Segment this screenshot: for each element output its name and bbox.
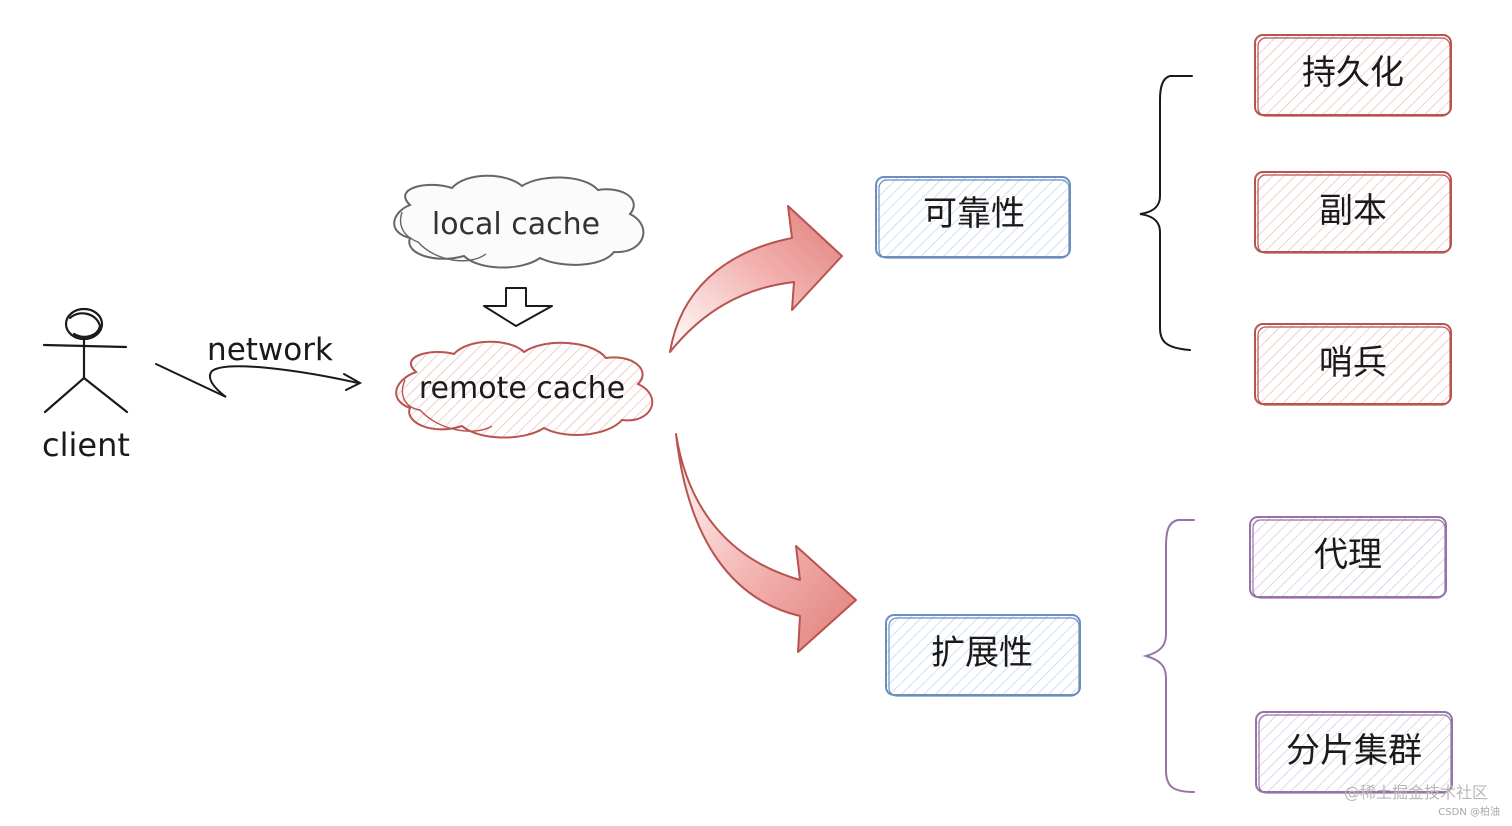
network-arrow: [155, 363, 363, 398]
item-box-persistence: [1254, 34, 1452, 117]
item-label-sentinel: 哨兵: [1319, 343, 1387, 383]
reliability-label: 可靠性: [923, 194, 1025, 234]
network-label: network: [207, 332, 333, 368]
reliability-brace: [1139, 75, 1193, 351]
curved-arrow-up: [669, 205, 843, 353]
scalability-brace: [1142, 519, 1195, 793]
item-label-shard-cluster: 分片集群: [1286, 731, 1422, 771]
remote-cache-label: remote cache: [419, 371, 625, 406]
client-stick-figure-icon: [42, 307, 129, 414]
watermark-main: @稀土掘金技术社区: [1344, 783, 1488, 802]
item-box-shard-cluster: [1255, 711, 1453, 794]
local-cache-label: local cache: [432, 207, 600, 242]
item-label-replica: 副本: [1319, 191, 1387, 231]
scalability-box: [885, 614, 1081, 697]
remote-cache-cloud: [395, 340, 654, 439]
item-label-proxy: 代理: [1314, 535, 1382, 575]
local-cache-cloud: [393, 174, 645, 269]
item-box-sentinel: [1254, 323, 1452, 406]
reliability-box: [875, 176, 1071, 259]
item-box-replica: [1254, 171, 1452, 254]
watermark-small: CSDN @柏油: [1438, 805, 1500, 818]
scalability-label: 扩展性: [931, 633, 1033, 673]
item-label-persistence: 持久化: [1302, 53, 1404, 93]
curved-arrow-down: [675, 433, 857, 653]
item-box-proxy: [1249, 516, 1447, 599]
client-label: client: [42, 426, 130, 464]
down-arrow-icon: [483, 287, 553, 327]
